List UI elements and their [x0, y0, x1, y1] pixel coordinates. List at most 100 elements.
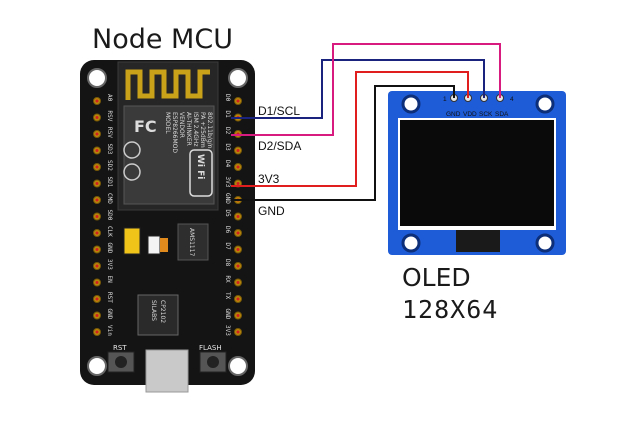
chip-line: ISM 2.4GHz [192, 112, 199, 147]
wire-label-scl: D1/SCL [258, 104, 300, 118]
left-pin-label: GND [106, 243, 113, 254]
chip-line: ESP8266MOD [171, 112, 178, 153]
right-pin-dot [236, 99, 240, 103]
right-pin-dot [236, 165, 240, 169]
oled-module: 1 4 GND VDD SCK SDA [388, 91, 566, 255]
chip-line: PA +25dBm [199, 112, 206, 148]
usb-port [145, 349, 189, 393]
esp8266-module: FC MODEL ESP8266MOD VENDOR AI-THINKER IS… [117, 61, 219, 211]
right-pin-dot [236, 330, 240, 334]
left-pin-dot [95, 198, 99, 202]
chip-lines: MODEL ESP8266MOD VENDOR AI-THINKER ISM 2… [164, 112, 213, 153]
left-pin-dot [95, 215, 99, 218]
left-pin-dot [95, 248, 99, 251]
left-pin-dot [95, 330, 99, 334]
chip-line: MODEL [164, 112, 171, 134]
left-pin-label: GND [106, 309, 113, 320]
left-pin-label: EN [106, 276, 113, 284]
ce-icon [123, 141, 141, 159]
oled-screen [400, 120, 554, 226]
right-pin-dot [236, 281, 240, 284]
wire-scl [231, 59, 485, 119]
oled-pin-number: 4 [510, 96, 514, 103]
wire-label-sda: D2/SDA [258, 139, 301, 153]
chip-line: AI-THINKER [185, 112, 192, 146]
right-pin-dot [236, 215, 240, 218]
right-pin-dot [236, 231, 240, 235]
right-pin-label: D6 [224, 226, 231, 234]
right-pin-label: GND [224, 193, 231, 204]
wire-sda [231, 43, 501, 136]
left-pin-dot [95, 165, 99, 169]
left-pin-label: SD1 [106, 177, 113, 188]
right-pin-label: D0 [224, 94, 231, 102]
regulator-area: AMS1117 [123, 223, 209, 261]
right-pin-label: GND [224, 309, 231, 320]
right-pin-label: 3V3 [224, 325, 231, 336]
mounting-holes [87, 68, 248, 376]
right-pin-dot [236, 264, 240, 268]
left-pin-label: 3V3 [106, 259, 113, 270]
cert-icon [123, 163, 141, 181]
wire-label-gnd: GND [258, 204, 285, 218]
right-pin-label: D2 [224, 127, 231, 135]
wire-gnd [231, 85, 455, 201]
left-pin-dot [95, 231, 99, 235]
right-pin-label: 3V3 [224, 177, 231, 188]
wifi-logo [189, 149, 213, 197]
wire-3v3 [231, 71, 469, 187]
right-pin-dot [236, 182, 240, 185]
left-pin-label: CMD [106, 193, 113, 204]
oled-pin-sck: SCK [479, 111, 493, 118]
left-pin-label: SD2 [106, 160, 113, 171]
usb-chip-line: SILABS [150, 300, 157, 321]
wire-label-3v3: 3V3 [258, 172, 280, 186]
antenna-trace [125, 69, 210, 100]
left-pin-dot [95, 116, 99, 119]
left-pin-label: RST [106, 292, 113, 303]
right-pin-label: D8 [224, 259, 231, 267]
oled-pin-gnd: GND [446, 111, 461, 118]
oled-resolution: 128X64 [402, 295, 498, 324]
left-pin-label: SD3 [106, 144, 113, 155]
right-pin-dot [236, 297, 240, 301]
oled-pin-number: 1 [443, 96, 447, 103]
left-pin-dot [95, 281, 99, 284]
left-pin-dot [95, 182, 99, 185]
nodemcu-board: FC MODEL ESP8266MOD VENDOR AI-THINKER IS… [80, 60, 255, 393]
left-pin-label: RSV [106, 111, 113, 122]
right-pin-dot [236, 248, 240, 251]
chip-line: 802.11b/g/n [206, 112, 213, 149]
left-pin-label: CLK [106, 226, 113, 237]
wifi-icon: Wi Fi [195, 154, 205, 179]
left-pin-label: RSV [106, 127, 113, 138]
wires [231, 43, 501, 201]
left-pin-label: Vin [106, 325, 113, 336]
usb-chip-line: CP2102 [159, 300, 166, 323]
rst-button[interactable]: RST [107, 344, 135, 373]
fc-mark: FC [134, 117, 157, 136]
right-pin-label: D1 [224, 111, 231, 119]
right-pin-label: TX [224, 292, 231, 300]
right-pin-label: D7 [224, 243, 231, 251]
left-pin-dot [95, 132, 99, 136]
chip-line: VENDOR [178, 112, 185, 138]
usb-uart-chip: SILABS CP2102 [137, 294, 179, 336]
right-pin-label: RX [224, 276, 231, 284]
flash-button[interactable]: FLASH [199, 344, 227, 373]
flash-label: FLASH [199, 344, 222, 352]
left-pin-dot [95, 149, 99, 152]
left-pin-dot [95, 99, 99, 103]
regulator-label: AMS1117 [188, 228, 195, 257]
diagram-title: Node MCU [92, 24, 233, 55]
right-pin-label: D4 [224, 160, 231, 168]
rst-label: RST [113, 344, 127, 352]
left-pin-label: A0 [106, 94, 113, 102]
left-pin-label: SD0 [106, 210, 113, 221]
left-pin-dot [95, 297, 99, 301]
left-pin-dot [95, 314, 99, 317]
oled-pin-vdd: VDD [463, 111, 477, 118]
